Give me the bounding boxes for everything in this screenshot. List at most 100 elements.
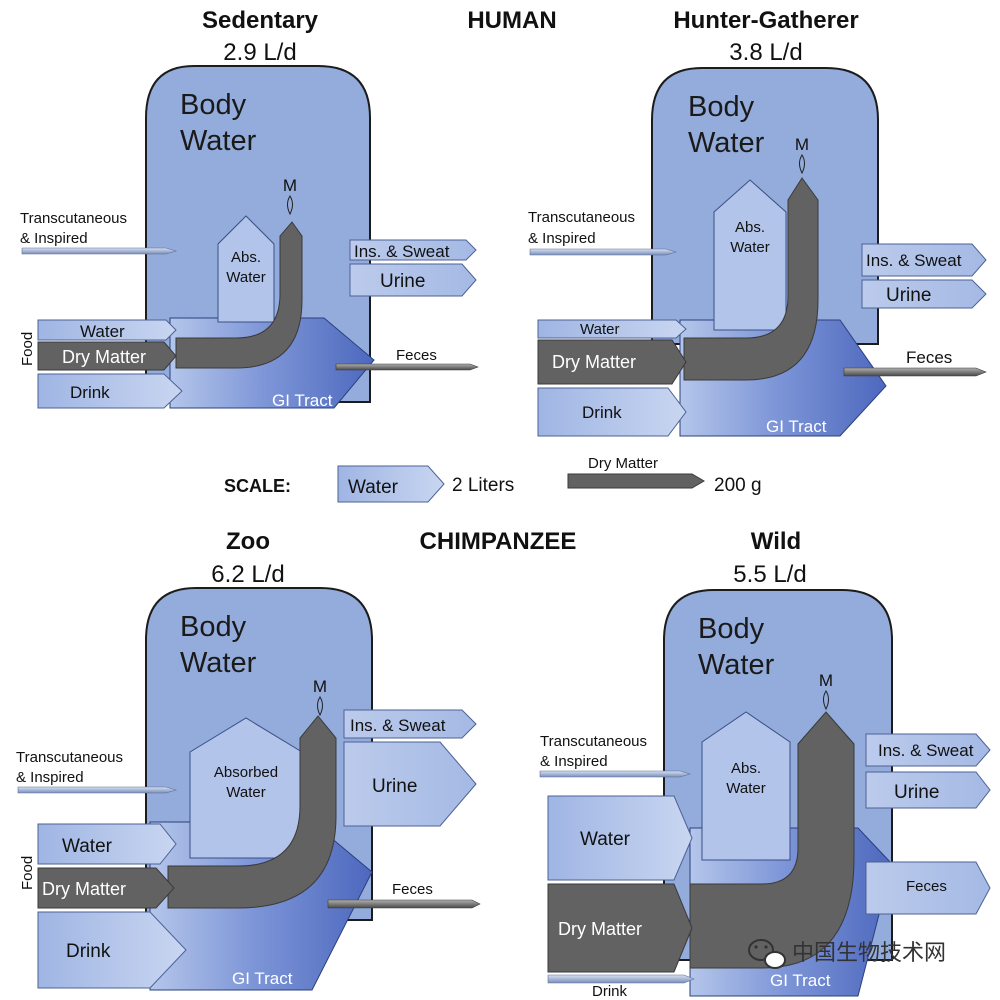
gi-tract-label: GI Tract [766, 417, 827, 436]
panel-sedentary: Sedentary 2.9 L/d Body Water GI Tract Ab… [19, 7, 479, 410]
food-label: Food [19, 332, 36, 366]
dry-matter-label: Dry Matter [42, 879, 126, 899]
urine-label: Urine [894, 782, 939, 803]
feces-label: Feces [906, 348, 952, 367]
body-water-label-2: Water [698, 649, 775, 681]
food-label: Food [19, 856, 36, 890]
feces-arrow [335, 363, 479, 371]
drink-label: Drink [70, 383, 110, 402]
dry-matter-input-arrow [537, 339, 687, 385]
abs-label: Abs. [231, 249, 261, 266]
feces-arrow [865, 861, 991, 915]
absorbed-water-arrow [217, 215, 275, 323]
drink-label: Drink [66, 941, 111, 962]
urine-arrow [861, 279, 987, 309]
body-water-label-2: Water [180, 647, 257, 679]
scale-title: SCALE: [224, 476, 291, 496]
dry-matter-flow [175, 221, 303, 369]
scale-water-arrow [337, 465, 445, 503]
inspired-label: & Inspired [540, 753, 608, 770]
feces-label: Feces [392, 881, 433, 898]
ins-sweat-label: Ins. & Sweat [878, 741, 974, 760]
ins-sweat-arrow [349, 239, 477, 261]
abs-water-label: Water [226, 269, 265, 286]
absorbed-water-label: Water [226, 784, 265, 801]
inspired-label: & Inspired [20, 230, 88, 247]
panel-title: Sedentary [202, 7, 319, 34]
transcutaneous-label: Transcutaneous [540, 733, 647, 750]
inspired-label: & Inspired [528, 230, 596, 247]
metabolic-water-flame [799, 154, 805, 175]
abs-water-label: Water [726, 780, 765, 797]
transcutaneous-arrow [529, 248, 678, 256]
scale-dry-amount: 200 g [714, 475, 762, 496]
abs-water-label: Water [730, 239, 769, 256]
dry-matter-flow [689, 711, 855, 969]
ins-sweat-label: Ins. & Sweat [350, 716, 446, 735]
transcutaneous-arrow [21, 247, 178, 255]
metabolic-water-label: M [795, 135, 809, 154]
panel-rate: 2.9 L/d [223, 39, 296, 66]
metabolic-water-label: M [283, 176, 297, 195]
dry-matter-label: Dry Matter [558, 919, 642, 939]
transcutaneous-arrow [539, 770, 692, 778]
feces-label: Feces [906, 878, 947, 895]
urine-label: Urine [886, 285, 931, 306]
scale-dry-label: Dry Matter [588, 455, 658, 472]
gi-tract-label: GI Tract [272, 391, 333, 410]
ins-sweat-label: Ins. & Sweat [866, 251, 962, 270]
panel-rate: 3.8 L/d [729, 39, 802, 66]
drink-label: Drink [582, 403, 622, 422]
gi-tract-label: GI Tract [232, 969, 293, 988]
urine-arrow [865, 771, 991, 809]
drink-arrow [37, 911, 187, 989]
metabolic-water-flame [823, 690, 829, 711]
drink-label: Drink [592, 983, 628, 1000]
feces-arrow [843, 367, 987, 377]
food-water-label: Water [62, 836, 113, 857]
drink-arrow [547, 974, 695, 984]
panel-zoo: Zoo 6.2 L/d Body Water GI Tract Absorbed… [16, 528, 481, 991]
scale-dry-arrow [567, 473, 705, 489]
ins-sweat-arrow [343, 709, 477, 739]
body-water-label: Body [688, 91, 755, 123]
gi-tract-label: GI Tract [770, 971, 831, 990]
food-water-arrow [37, 319, 177, 341]
urine-label: Urine [380, 271, 425, 292]
wechat-icon [748, 939, 786, 969]
urine-arrow [349, 263, 477, 297]
ins-sweat-arrow [861, 243, 987, 277]
panel-title: Zoo [226, 528, 270, 555]
dry-matter-flow [683, 177, 819, 381]
dry-matter-label: Dry Matter [62, 347, 146, 367]
panel-wild: Wild 5.5 L/d Body Water GI Tract Abs. Wa… [539, 528, 991, 1000]
metabolic-water-label: M [819, 671, 833, 690]
abs-label: Abs. [735, 219, 765, 236]
dry-matter-label: Dry Matter [552, 352, 636, 372]
food-water-label: Water [80, 322, 125, 341]
body-water-label-2: Water [688, 127, 765, 159]
dry-matter-flow [167, 715, 337, 909]
scale-legend: SCALE: Water 2 Liters Dry Matter 200 g [224, 455, 762, 503]
chimpanzee-header: CHIMPANZEE [420, 528, 577, 555]
scale-water-label: Water [348, 477, 399, 498]
scale-water-amount: 2 Liters [452, 475, 514, 496]
inspired-label: & Inspired [16, 769, 84, 786]
metabolic-water-flame [287, 195, 293, 216]
metabolic-water-flame [317, 696, 323, 717]
panel-title: Wild [751, 528, 801, 555]
abs-label: Abs. [731, 760, 761, 777]
transcutaneous-label: Transcutaneous [16, 749, 123, 766]
watermark-text: 中国生物技术网 [792, 941, 946, 966]
feces-arrow [327, 899, 481, 909]
dry-matter-input-arrow [547, 883, 693, 973]
urine-label: Urine [372, 776, 417, 797]
panel-hunter-gatherer: Hunter-Gatherer 3.8 L/d Body Water GI Tr… [528, 7, 987, 437]
absorbed-water-arrow [701, 711, 791, 861]
ins-sweat-arrow [865, 733, 991, 767]
metabolic-water-label: M [313, 677, 327, 696]
urine-arrow [343, 741, 477, 827]
human-header: HUMAN [467, 7, 556, 34]
food-water-arrow [547, 795, 693, 881]
